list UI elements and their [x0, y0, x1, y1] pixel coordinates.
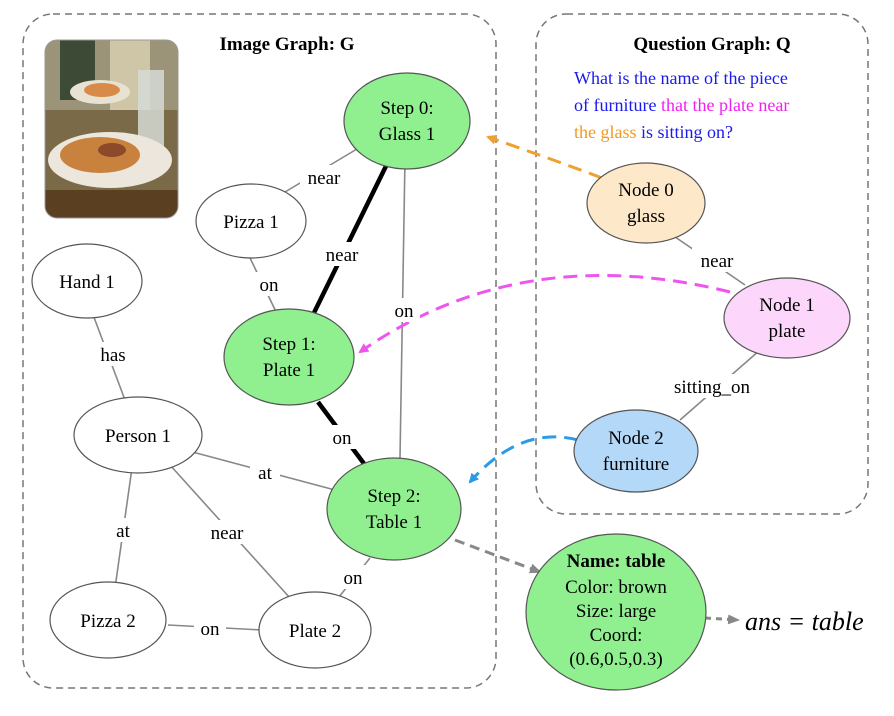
- svg-text:plate: plate: [769, 321, 806, 342]
- svg-text:Size: large: Size: large: [576, 601, 656, 622]
- edge-label-hand-person: has: [92, 342, 134, 366]
- svg-text:Table 1: Table 1: [366, 512, 422, 533]
- node-table-1: Step 2: Table 1: [326, 457, 462, 561]
- svg-text:near: near: [701, 251, 734, 272]
- answer-text: ans = table: [745, 607, 864, 636]
- svg-text:at: at: [116, 521, 130, 542]
- svg-text:on: on: [333, 428, 353, 449]
- svg-text:Step 2:: Step 2:: [367, 486, 420, 507]
- svg-text:Color: brown: Color: brown: [565, 577, 667, 598]
- svg-text:furniture: furniture: [603, 454, 669, 475]
- svg-text:near: near: [326, 245, 359, 266]
- question-line-1: What is the name of the piece: [574, 68, 788, 88]
- svg-text:has: has: [100, 345, 125, 366]
- svg-text:Node 0: Node 0: [618, 180, 673, 201]
- node-pizza-1: Pizza 1: [195, 183, 307, 259]
- edge-label-glass-table: on: [388, 298, 420, 322]
- svg-text:Plate 1: Plate 1: [263, 360, 315, 381]
- svg-text:Name: table: Name: table: [567, 551, 666, 572]
- arrow-table-to-result: [454, 538, 542, 574]
- svg-text:sitting_on: sitting_on: [674, 377, 751, 398]
- edge-label-person-plate2: near: [203, 520, 251, 544]
- svg-text:near: near: [211, 523, 244, 544]
- question-line-2: of furniture that the plate near: [574, 95, 789, 115]
- result-node: Name: table Color: brown Size: large Coo…: [525, 533, 707, 691]
- edge-label-person-table: at: [250, 460, 280, 484]
- svg-text:Node 2: Node 2: [608, 428, 663, 449]
- svg-text:Pizza 2: Pizza 2: [80, 611, 135, 632]
- svg-text:Step 0:: Step 0:: [380, 98, 433, 119]
- svg-text:on: on: [260, 275, 280, 296]
- edge-label-q-sitting-on: sitting_on: [660, 374, 764, 398]
- svg-text:on: on: [395, 301, 415, 322]
- question-graph-panel: [535, 13, 869, 515]
- arrow-node2-to-table: [468, 435, 579, 484]
- node-pizza-2: Pizza 2: [49, 581, 167, 659]
- q-node-2: Node 2 furniture: [573, 409, 699, 493]
- q-node-0: Node 0 glass: [586, 162, 706, 244]
- svg-text:glass: glass: [627, 206, 665, 227]
- svg-text:Person 1: Person 1: [105, 426, 171, 447]
- question-graph-title: Question Graph: Q: [633, 34, 790, 55]
- svg-text:near: near: [308, 168, 341, 189]
- svg-text:at: at: [258, 463, 272, 484]
- image-graph-title: Image Graph: G: [219, 34, 354, 55]
- node-person-1: Person 1: [73, 396, 203, 474]
- node-plate-2: Plate 2: [258, 591, 372, 669]
- edge-label-pizza-plate: on: [253, 272, 285, 296]
- question-line-3: the glass is sitting on?: [574, 122, 733, 142]
- edge-label-pizza2-plate2: on: [194, 616, 226, 640]
- svg-text:Hand 1: Hand 1: [59, 272, 114, 293]
- edge-label-q-near: near: [692, 248, 742, 272]
- svg-text:(0.6,0.5,0.3): (0.6,0.5,0.3): [569, 649, 662, 670]
- edge-label-plate-table: on: [326, 425, 358, 449]
- node-plate-1: Step 1: Plate 1: [223, 308, 355, 406]
- edge-label-plate2-table: on: [337, 565, 369, 589]
- scene-photo: [44, 39, 179, 219]
- svg-text:Glass 1: Glass 1: [379, 124, 435, 145]
- edge-label-person-pizza2: at: [108, 518, 138, 542]
- svg-text:Plate 2: Plate 2: [289, 621, 341, 642]
- svg-text:on: on: [201, 619, 221, 640]
- arrow-result-to-answer: [704, 614, 740, 625]
- edge-label-glass-plate: near: [318, 242, 366, 266]
- svg-text:Coord:: Coord:: [590, 625, 643, 646]
- image-graph-panel: [22, 13, 497, 689]
- node-hand-1: Hand 1: [31, 243, 143, 319]
- edge-label-glass-pizza: near: [300, 165, 348, 189]
- q-node-1: Node 1 plate: [723, 277, 851, 359]
- svg-text:Pizza 1: Pizza 1: [223, 212, 278, 233]
- svg-text:Node 1: Node 1: [759, 295, 814, 316]
- svg-text:on: on: [344, 568, 364, 589]
- arrow-node0-to-glass: [486, 134, 603, 180]
- arrow-node1-to-plate: [358, 274, 731, 354]
- svg-text:Step 1:: Step 1:: [262, 334, 315, 355]
- node-glass-1: Step 0: Glass 1: [343, 72, 471, 170]
